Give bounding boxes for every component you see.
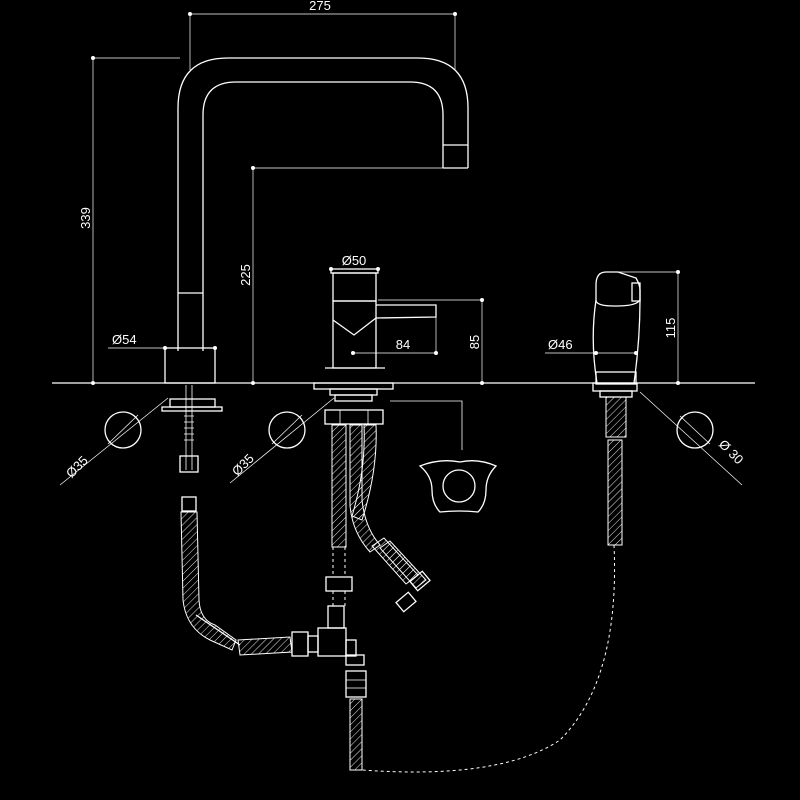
mixer-lever-dimension: 84 [351,317,438,355]
spout-base-diameter-dimension: Ø54 [108,332,217,350]
spout-height-dimension: 339 [78,56,180,385]
spray-hose-path [361,544,616,773]
mixer-mid-hose [325,547,353,606]
mixer-hole-detail: Ø35 [229,397,335,484]
spray-height-dimension: 115 [618,270,680,385]
spray-height-label: 115 [663,318,678,339]
spray-hole-detail: Ø 30 [639,391,747,486]
spout-outlet-height-label: 225 [238,264,253,286]
spray-hole-diameter-label: Ø 30 [716,437,747,468]
supply-hose [345,670,367,771]
mounting-flange [390,400,498,513]
mixer-height-label: 85 [467,335,482,349]
spray-base-diameter-label: Ø46 [548,337,573,352]
spout-connector [161,385,241,651]
spout [164,57,469,384]
spray-base-diameter-dimension: Ø46 [545,337,638,355]
mixer-body-diameter-dimension: Ø50 [329,253,380,271]
spout-outlet-height-dimension: 225 [238,166,458,385]
hand-spray [592,271,641,546]
mixer-hoses [331,424,431,613]
spout-base-diameter-label: Ø54 [112,332,137,347]
spout-hole-detail: Ø35 [59,397,169,486]
spout-reach-label: 275 [309,0,331,13]
spout-height-label: 339 [78,207,93,229]
spout-hole-diameter-label: Ø35 [63,453,91,481]
spout-reach-dimension: 275 [188,0,457,70]
t-connector [237,605,365,666]
mixer-hole-diameter-label: Ø35 [229,451,257,479]
mixer-height-dimension: 85 [378,298,484,385]
mixer-body-diameter-label: Ø50 [342,253,367,268]
mixer-lever-length-label: 84 [396,337,410,352]
